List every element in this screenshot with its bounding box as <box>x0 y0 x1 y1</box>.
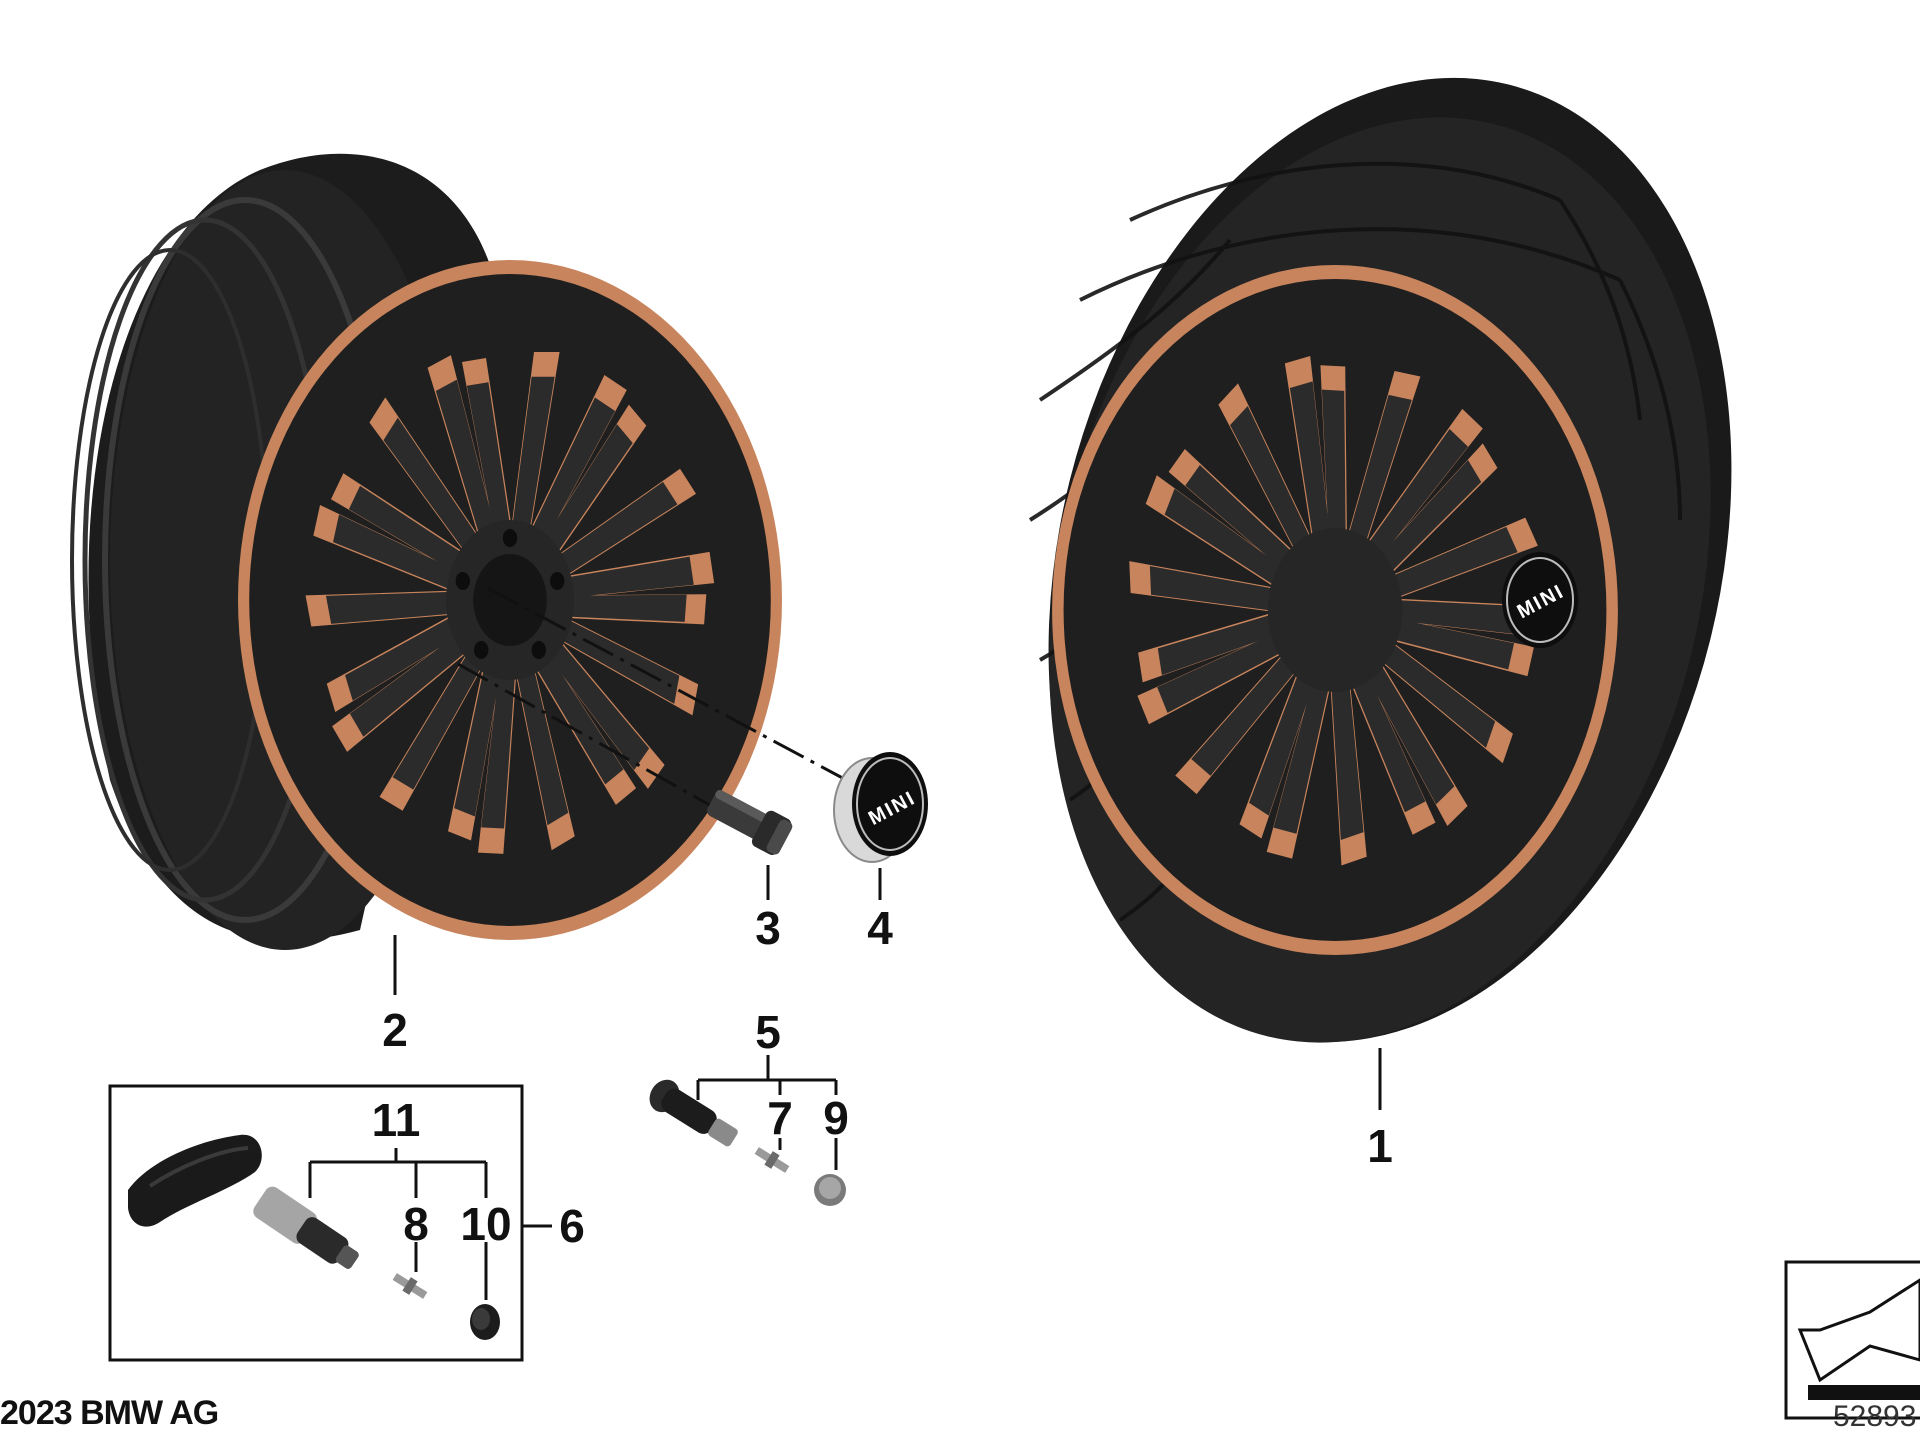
callout-4: 4 <box>867 902 893 954</box>
complete-wheel: MINI <box>1028 77 1732 1043</box>
callout-11: 11 <box>371 1094 421 1146</box>
wheel-bolt <box>707 789 793 855</box>
copyright-text: 2023 BMW AG <box>0 1394 219 1432</box>
leader-lines <box>308 865 1382 1300</box>
tpms-sensor <box>128 1134 262 1227</box>
hub-cap: MINI <box>833 752 928 863</box>
callout-2: 2 <box>382 1004 408 1056</box>
tpms-group <box>108 1084 524 1362</box>
callout-5: 5 <box>755 1006 781 1058</box>
tpms-valve-stem <box>253 1186 359 1269</box>
callout-8: 8 <box>403 1198 429 1250</box>
callout-10: 10 <box>460 1198 512 1250</box>
callout-7: 7 <box>767 1092 793 1144</box>
callout-1: 1 <box>1367 1120 1393 1172</box>
callout-6: 6 <box>559 1200 585 1252</box>
alloy-rim <box>70 153 782 950</box>
callout-3: 3 <box>755 902 781 954</box>
callout-9: 9 <box>823 1092 849 1144</box>
valve-parts <box>649 1079 846 1206</box>
assembly-lines <box>457 586 851 810</box>
direction-arrow-symbol <box>1784 1260 1920 1420</box>
diagram-number: 52893 <box>1833 1400 1917 1433</box>
